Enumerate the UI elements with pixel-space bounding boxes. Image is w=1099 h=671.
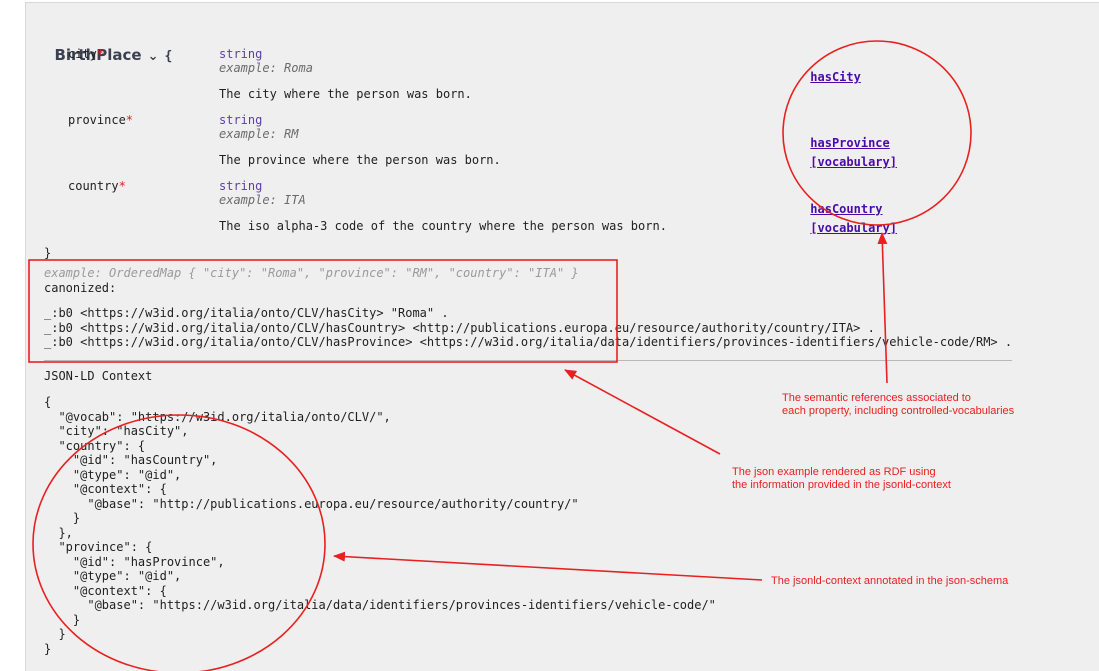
vocabulary-link-country[interactable]: [vocabulary] xyxy=(810,221,897,235)
annotation-rdf: The json example rendered as RDF using t… xyxy=(732,466,951,491)
model-brace-close: } xyxy=(44,246,52,260)
context-line: "@context": { xyxy=(44,583,167,598)
property-name-country: country* xyxy=(68,179,126,193)
required-marker: * xyxy=(96,47,105,61)
ref-link-hasCity[interactable]: hasCity xyxy=(810,70,861,84)
property-type-city: string xyxy=(219,47,263,61)
annotation-context: The jsonld-context annotated in the json… xyxy=(771,575,1009,587)
property-ref-province: hasProvince [vocabulary] xyxy=(791,113,897,170)
required-marker: * xyxy=(118,179,126,193)
ref-link-hasCountry[interactable]: hasCountry xyxy=(810,202,883,216)
property-example-province: example: RM xyxy=(219,127,299,141)
property-name-province: province* xyxy=(68,113,134,127)
canonized-label: canonized: xyxy=(44,281,117,295)
context-line: } xyxy=(44,511,81,525)
context-line: { xyxy=(44,395,52,409)
context-line: "@context": { xyxy=(44,482,167,496)
property-name-city: city* xyxy=(68,47,105,61)
context-line: "@type": "@id", xyxy=(44,467,182,482)
context-line: "@id": "hasCountry", xyxy=(44,453,218,467)
property-ref-country: hasCountry [vocabulary] xyxy=(791,179,897,236)
context-code: { "@vocab": "https://w3id.org/italia/ont… xyxy=(44,395,716,656)
context-line: } xyxy=(44,612,81,627)
context-line: "city": "hasCity", xyxy=(44,424,189,438)
context-line: }, xyxy=(44,525,73,540)
context-line: } xyxy=(44,641,52,656)
required-marker: * xyxy=(125,113,134,127)
context-line: "country": { xyxy=(44,438,146,453)
context-line: "@type": "@id", xyxy=(44,569,182,583)
divider xyxy=(44,360,1012,361)
context-line: } xyxy=(44,627,66,641)
vocabulary-link-province[interactable]: [vocabulary] xyxy=(810,155,897,169)
rdf-triple: _:b0 <https://w3id.org/italia/onto/CLV/h… xyxy=(44,335,1013,349)
context-line: "@base": "https://w3id.org/italia/data/i… xyxy=(44,598,716,612)
context-title: JSON-LD Context xyxy=(44,369,153,383)
property-example-city: example: Roma xyxy=(219,61,313,75)
rdf-triple: _:b0 <https://w3id.org/italia/onto/CLV/h… xyxy=(44,306,449,320)
property-example-country: example: ITA xyxy=(219,193,306,207)
model-brace-open: { xyxy=(164,49,173,64)
property-description-province: The province where the person was born. xyxy=(219,153,501,167)
model-title: BirthPlace xyxy=(54,46,142,64)
rdf-triple: _:b0 <https://w3id.org/italia/onto/CLV/h… xyxy=(44,321,875,335)
annotation-semantic: The semantic references associated to ea… xyxy=(782,392,1015,417)
model-header[interactable]: BirthPlace ⌄ { xyxy=(44,28,172,64)
context-line: "province": { xyxy=(44,540,153,554)
context-line: "@base": "http://publications.europa.eu/… xyxy=(44,496,579,511)
ref-link-hasProvince[interactable]: hasProvince xyxy=(810,136,890,150)
context-line: "@vocab": "https://w3id.org/italia/onto/… xyxy=(44,409,391,424)
property-description-city: The city where the person was born. xyxy=(219,87,472,101)
context-line: "@id": "hasProvince", xyxy=(44,554,225,569)
property-type-country: string xyxy=(219,179,263,193)
property-ref-city: hasCity xyxy=(791,47,861,85)
property-description-country: The iso alpha-3 code of the country wher… xyxy=(219,219,667,233)
chevron-down-icon[interactable]: ⌄ xyxy=(147,49,159,64)
example-line: example: OrderedMap { "city": "Roma", "p… xyxy=(44,266,579,280)
property-type-province: string xyxy=(219,113,263,127)
